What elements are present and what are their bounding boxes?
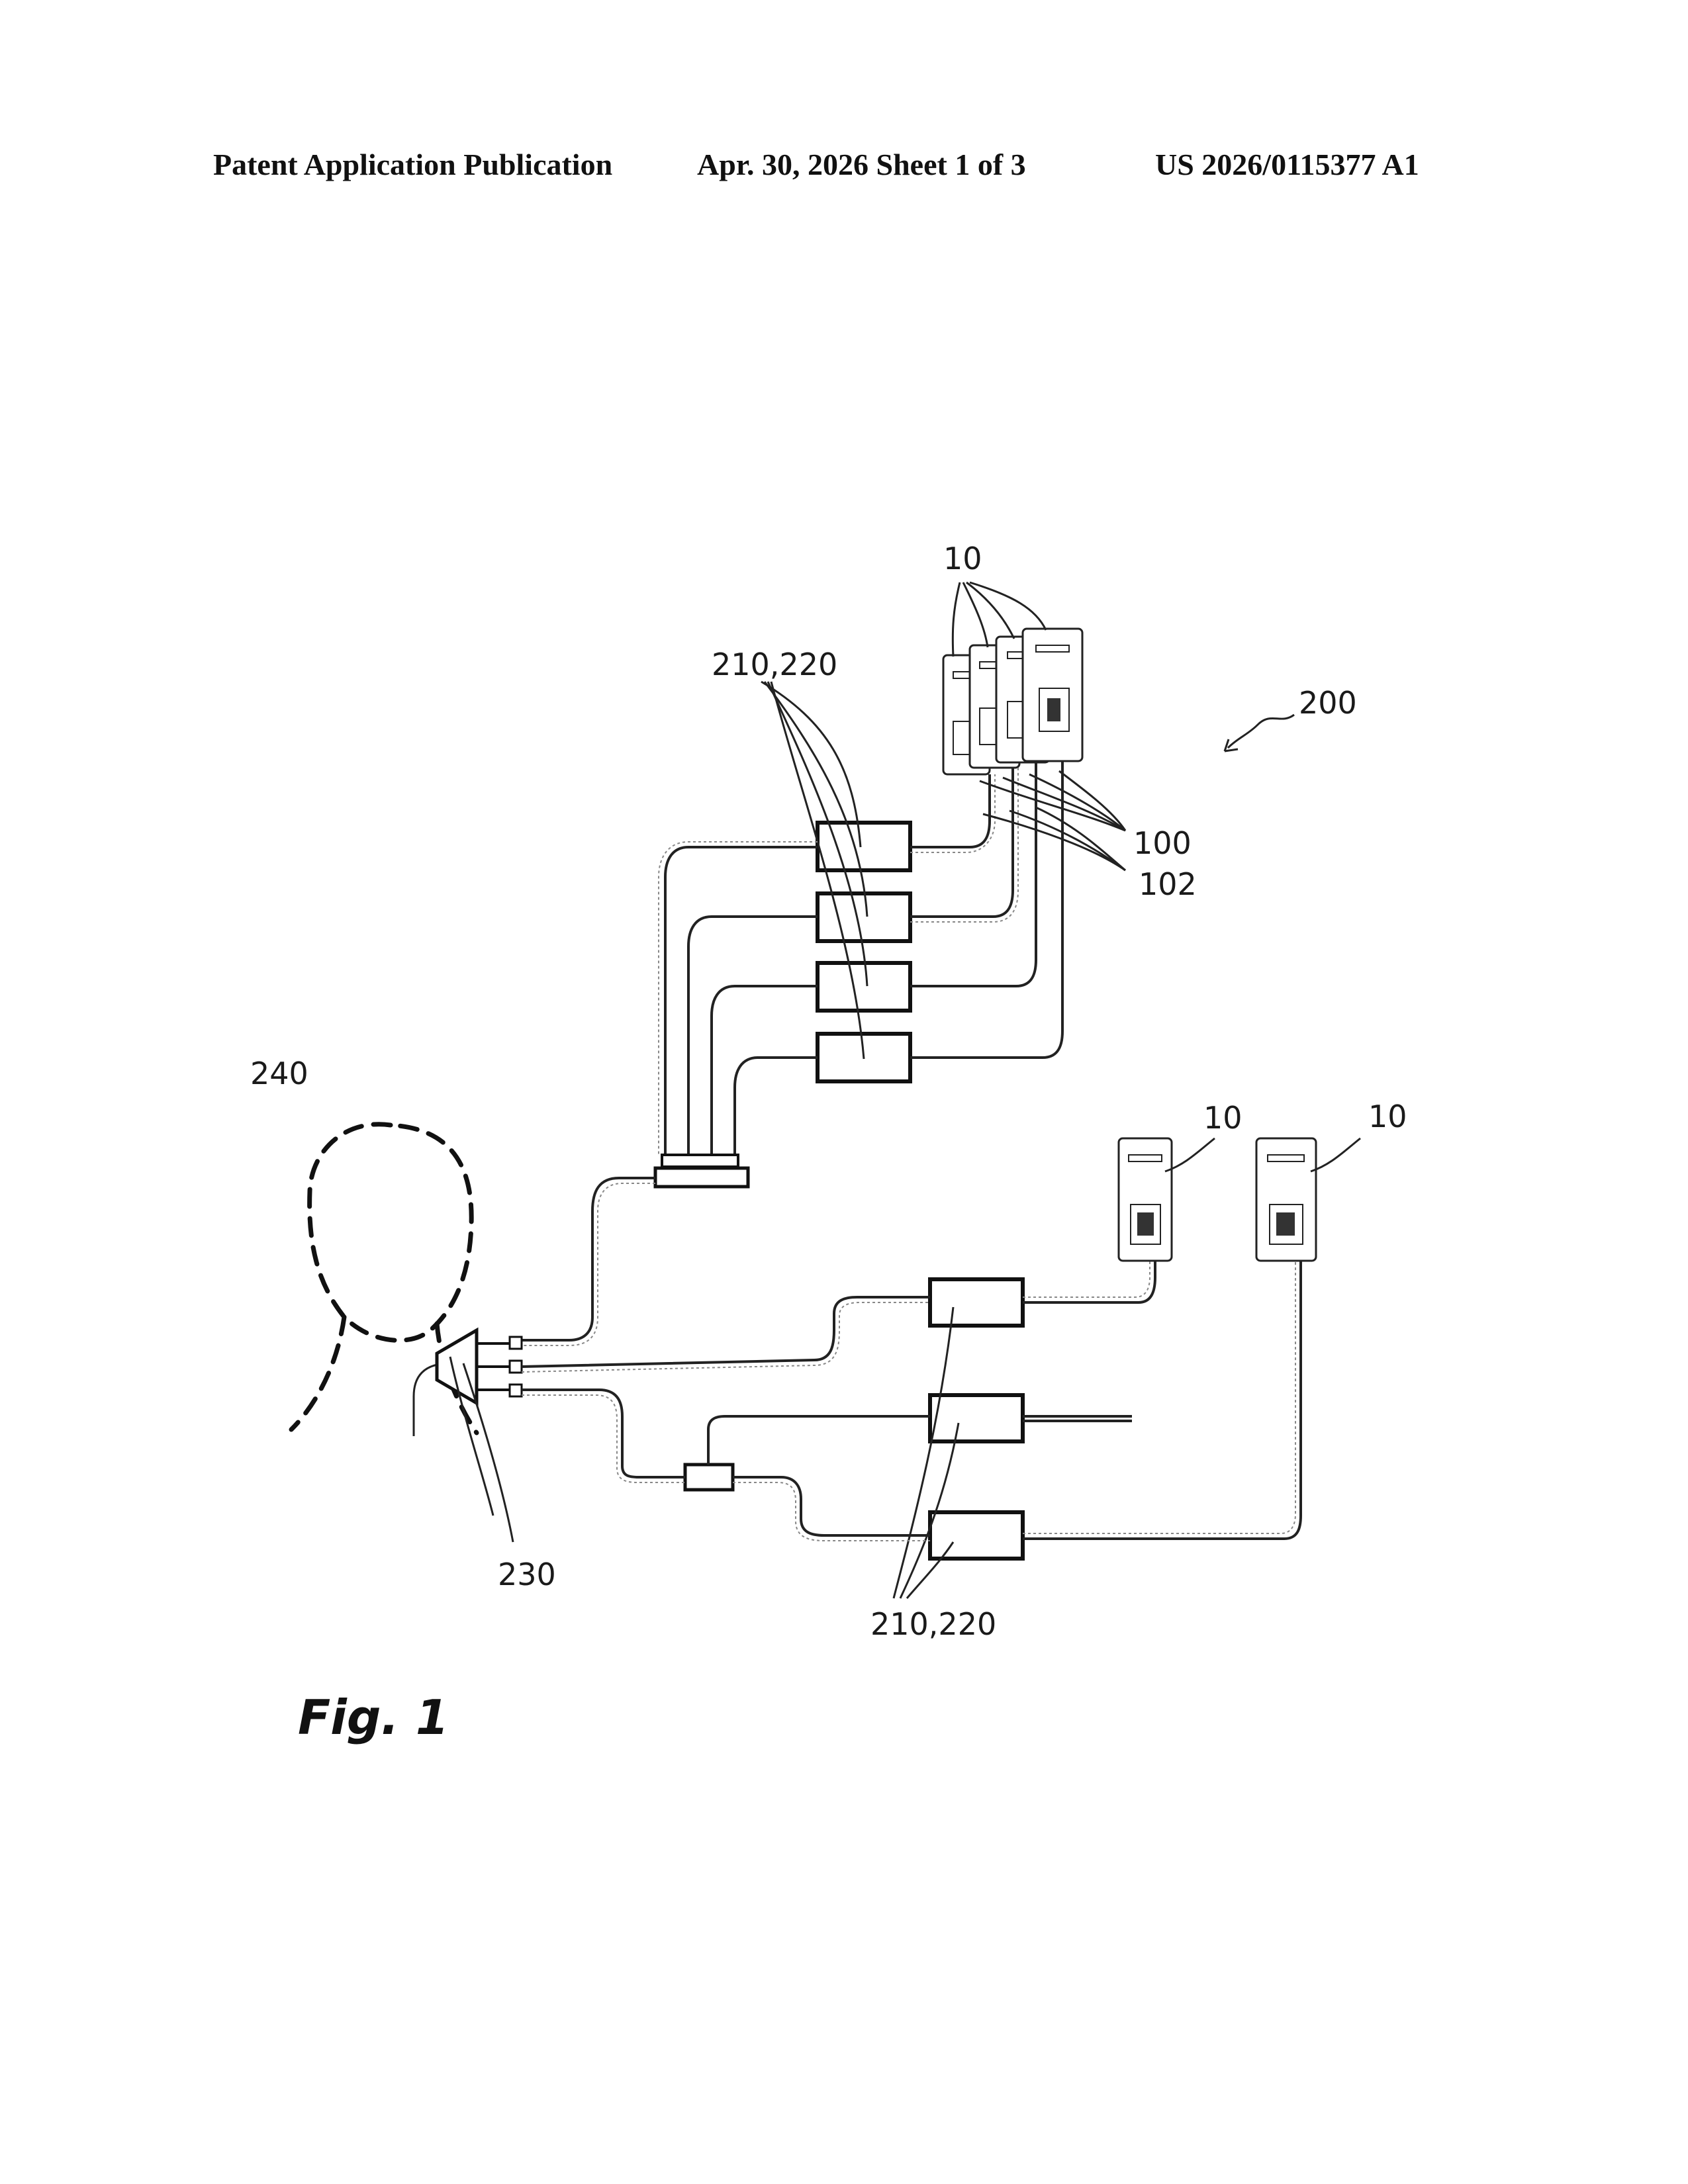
top-tubes-left — [659, 842, 818, 1155]
label-manifold: 230 — [498, 1557, 556, 1592]
pump-box-7 — [930, 1512, 1023, 1559]
manifold-230 — [437, 1330, 522, 1542]
figure-caption: Fig. 1 — [298, 1690, 449, 1745]
bag-right — [1256, 1138, 1360, 1261]
top-tubes-right — [910, 761, 1062, 1058]
line-100-102-leaders — [980, 771, 1125, 870]
label-bag-right: 10 — [1368, 1099, 1407, 1134]
label-line-102: 102 — [1139, 866, 1197, 902]
bottom-tubes — [522, 1257, 1301, 1541]
label-line-100: 100 — [1133, 825, 1192, 861]
label-bag-middle: 10 — [1203, 1100, 1243, 1136]
top-bag-stack — [943, 582, 1082, 774]
bag-4 — [1023, 629, 1082, 761]
bag-middle — [1119, 1138, 1215, 1261]
label-system: 200 — [1299, 685, 1357, 721]
system-200-arrow — [1228, 715, 1294, 748]
pump-box-6 — [930, 1395, 1023, 1441]
pump-box-5 — [930, 1279, 1023, 1326]
pump-box-2 — [818, 893, 910, 941]
bottom-pump-group — [894, 1279, 1023, 1598]
label-pumps-bottom: 210,220 — [870, 1606, 996, 1642]
tube-connector — [655, 1155, 748, 1187]
connector-to-manifold-tube — [520, 1178, 655, 1340]
label-bags-top: 10 — [943, 541, 982, 576]
label-pumps-top: 210,220 — [712, 647, 837, 682]
pump-box-3 — [818, 963, 910, 1011]
top-pump-group — [761, 682, 910, 1081]
label-patient: 240 — [250, 1056, 308, 1091]
tube-junction — [685, 1465, 733, 1490]
